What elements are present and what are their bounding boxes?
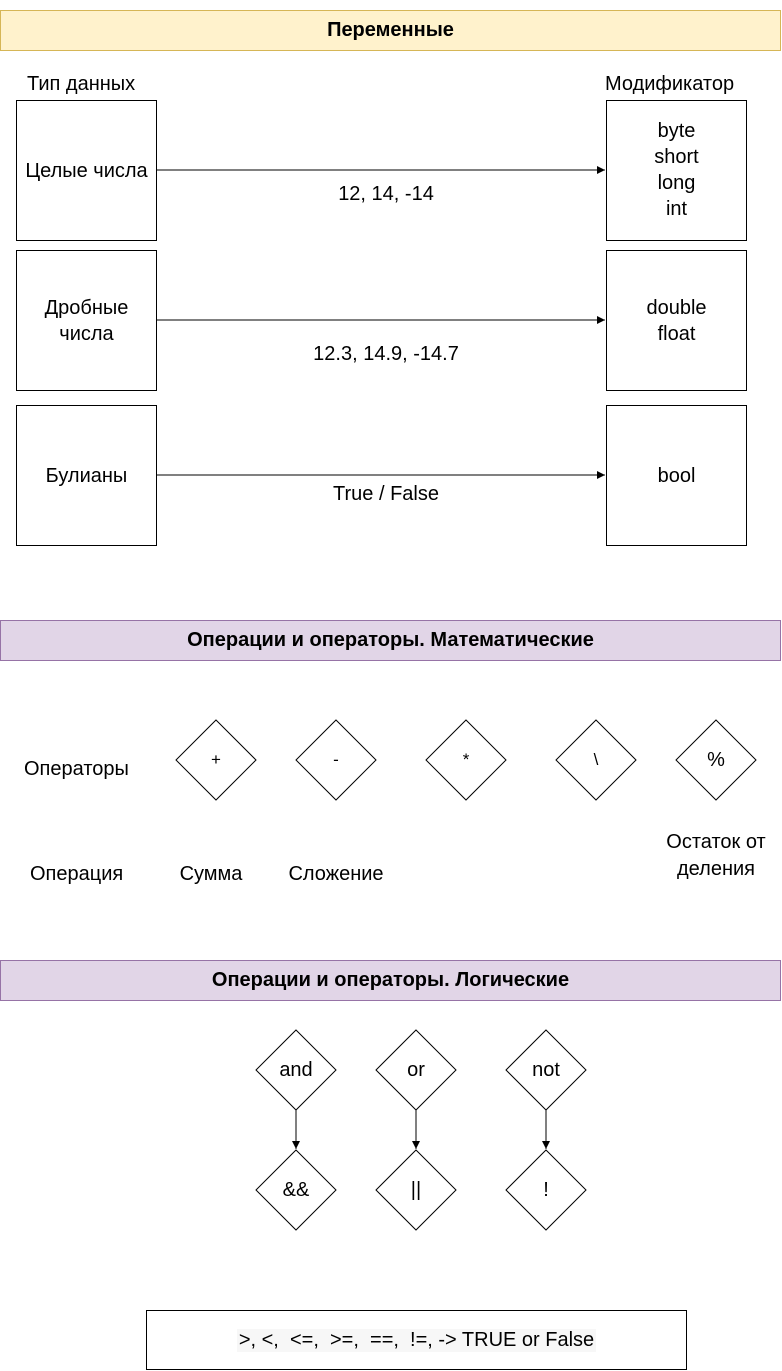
operator-modulo: % [707, 748, 725, 771]
operators-label: Операторы [24, 758, 129, 780]
logic-symbol-not: ! [543, 1178, 549, 1201]
type-box-float: Дробные числа [16, 250, 157, 391]
logic-word-not: not [532, 1058, 560, 1081]
logic-word-or: or [407, 1058, 425, 1081]
operator-plus: + [211, 750, 221, 769]
operator-divide: \ [593, 750, 599, 769]
section-banner-variables: Переменные [0, 10, 781, 51]
operation-remainder: Остаток от деления [666, 831, 766, 880]
section-banner-math: Операции и операторы. Математические [0, 620, 781, 661]
operator-multiply: * [462, 750, 470, 769]
logic-symbol-or: || [410, 1178, 422, 1201]
diamond-multiply [425, 719, 507, 801]
diamond-plus [175, 719, 257, 801]
modifier-box-float: double float [606, 250, 747, 391]
comparison-operators-text: >, <, <=, >=, ==, !=, -> TRUE or False [236, 1328, 597, 1352]
modifier-box-int: byte short long int [606, 100, 747, 241]
operator-minus: - [333, 750, 339, 769]
operation-sum: Сумма [179, 863, 243, 885]
diamond-modulo [675, 719, 757, 801]
section-banner-logic: Операции и операторы. Логические [0, 960, 781, 1001]
operation-addition: Сложение [288, 863, 384, 885]
modifier-header: Модификатор [605, 73, 735, 95]
example-bool: True / False [333, 483, 439, 505]
diamond-and-symbol [255, 1149, 337, 1231]
type-box-bool: Булианы [16, 405, 157, 546]
modifier-box-bool: bool [606, 405, 747, 546]
comparison-operators-box: >, <, <=, >=, ==, !=, -> TRUE or False [146, 1310, 687, 1370]
diamond-not-symbol [505, 1149, 587, 1231]
diamond-divide [555, 719, 637, 801]
logic-symbol-and: && [282, 1178, 310, 1201]
type-header: Тип данных [27, 73, 136, 95]
diamond-minus [295, 719, 377, 801]
logic-word-and: and [279, 1058, 313, 1081]
example-int: 12, 14, -14 [338, 183, 434, 205]
operation-label: Операция [30, 863, 124, 885]
type-box-int: Целые числа [16, 100, 157, 241]
example-float: 12.3, 14.9, -14.7 [313, 343, 459, 365]
diamond-or-symbol [375, 1149, 457, 1231]
